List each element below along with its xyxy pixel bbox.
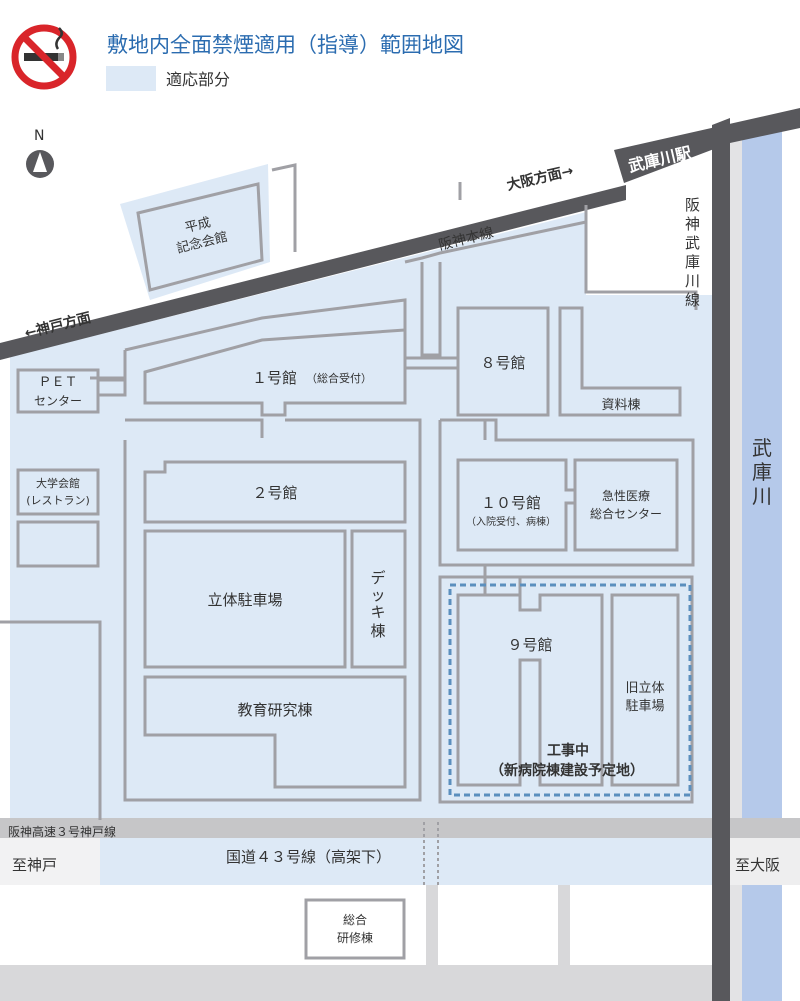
fence-sw <box>0 620 102 820</box>
kan10-note: （入院受付、病棟） <box>466 515 556 528</box>
construction-label-2: （新病院棟建設予定地） <box>490 762 644 779</box>
corridor-north <box>420 262 442 357</box>
kan1-label: １号館 <box>252 369 297 387</box>
corridor-upper2 <box>124 298 458 360</box>
building-annex <box>16 520 100 568</box>
route43-label: 国道４３号線（高架下） <box>226 848 391 866</box>
kenshu-label-1: 総合 <box>343 912 367 927</box>
building-old-parking <box>610 593 680 787</box>
kyoiku-label: 教育研究棟 <box>237 701 312 719</box>
building-deck <box>350 529 407 669</box>
kan2-label: ２号館 <box>252 484 297 502</box>
daigaku-label-2: (レストラン) <box>26 494 90 507</box>
building-9gokan <box>456 593 604 787</box>
old-parking-label-1: 旧立体 <box>625 681 664 696</box>
no-smoking-icon <box>11 24 77 90</box>
rittai-label: 立体駐車場 <box>207 591 282 609</box>
kan1-note: （総合受付） <box>306 371 372 385</box>
daigaku-label-1: 大学会館 <box>36 476 80 490</box>
legend-label: 適応部分 <box>166 70 230 89</box>
north-label: N <box>34 128 44 144</box>
construction-label-1: 工事中 <box>547 742 589 759</box>
old-parking-label-2: 駐車場 <box>625 699 664 714</box>
to-kobe-label: 至神戸 <box>12 856 57 874</box>
deck-label-4: 棟 <box>370 622 385 640</box>
kyusei-label-1: 急性医療 <box>602 488 650 503</box>
building-kyoiku-kenkyu <box>143 675 407 789</box>
hanshin-main-line <box>0 185 626 360</box>
pet-label-1: ＰＥＴ <box>38 375 77 390</box>
building-1gokan <box>143 328 407 417</box>
page-title: 敷地内全面禁煙適用（指導）範囲地図 <box>107 33 464 57</box>
station-band <box>614 108 800 183</box>
deck-label-3: キ <box>370 603 385 621</box>
river-label: 武庫川 <box>752 436 772 508</box>
building-pet-center <box>16 368 100 414</box>
north-arrow-icon <box>26 150 54 178</box>
corridor-north-top <box>404 220 587 264</box>
building-2gokan <box>143 460 407 524</box>
building-shiryo <box>558 306 682 417</box>
building-kyusei-center <box>573 458 679 552</box>
kenshu-label-2: 研修棟 <box>337 930 373 945</box>
kyusei-label-2: 総合センター <box>590 506 662 521</box>
hanshin-expressway <box>0 818 800 838</box>
building-rittai-parking <box>143 529 347 669</box>
corridor-upper <box>90 350 127 380</box>
building-daigaku-kaikan <box>16 468 100 516</box>
construction-boundary <box>448 583 692 797</box>
legend-swatch <box>106 66 156 91</box>
heisei-label-1: 平成 <box>184 215 213 236</box>
smoke-free-area-heisei <box>120 164 270 300</box>
mukogawa-line <box>712 118 730 1001</box>
building-sogo-kenshu <box>304 898 406 960</box>
deck-label-1: デ <box>370 569 385 587</box>
deck-label-2: ッ <box>370 586 385 604</box>
expressway-label: 阪神高速３号神戸線 <box>8 824 116 839</box>
kan10-label: １０号館 <box>481 494 541 512</box>
shiryo-label: 資料棟 <box>601 398 640 413</box>
osaka-direction-label: 大阪方面→ <box>505 162 575 194</box>
building-8gokan <box>456 306 550 417</box>
building-heisei-kinenkaikan <box>136 182 264 292</box>
to-osaka-label: 至大阪 <box>735 856 780 874</box>
kan9-label: ９号館 <box>507 636 552 654</box>
fence-e <box>584 205 698 310</box>
mukogawa-line-label: 阪神武庫川線 <box>685 196 700 309</box>
fence-ne <box>271 163 297 252</box>
kan8-label: ８号館 <box>480 354 525 372</box>
pet-label-2: センター <box>34 394 82 408</box>
